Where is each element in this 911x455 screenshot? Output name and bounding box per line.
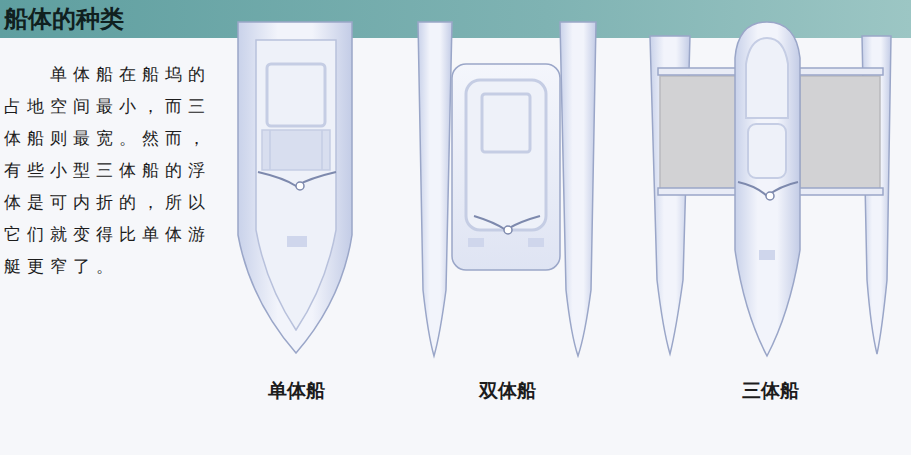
catamaran <box>418 22 596 356</box>
section-title: 船体的种类 <box>4 1 124 37</box>
trimaran <box>650 22 891 356</box>
body-paragraph: 单体船在船坞的占地空间最小，而三体船则最宽。然而，有些小型三体船的浮体是可内折的… <box>4 58 224 282</box>
hull-label: 单体船 <box>268 378 325 404</box>
hull-label: 双体船 <box>479 378 536 404</box>
monohull <box>238 22 352 353</box>
hull-label: 三体船 <box>742 378 799 404</box>
